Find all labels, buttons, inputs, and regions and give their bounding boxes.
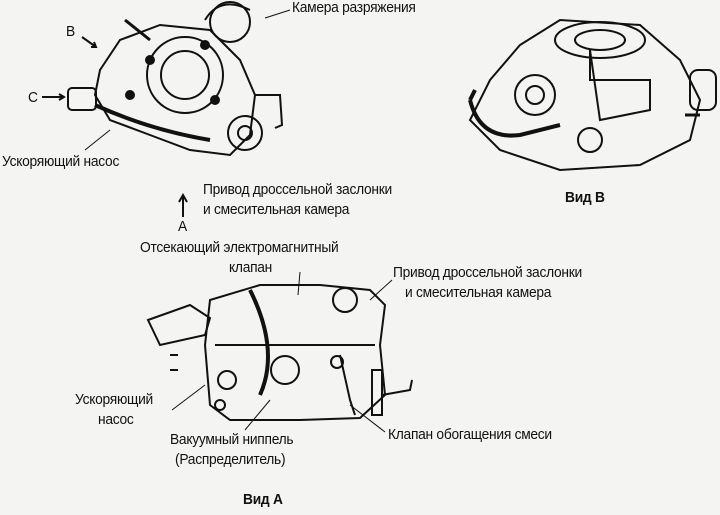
label-throttle-drive-a-line1: Привод дроссельной заслонки xyxy=(393,264,582,281)
marker-c: C xyxy=(28,89,38,106)
view-a-title: Вид А xyxy=(243,491,283,508)
label-vacuum-nipple-line2: (Распределитель) xyxy=(175,451,286,468)
label-enrichment-valve: Клапан обогащения смеси xyxy=(388,426,552,443)
label-pump-a-line2: насос xyxy=(98,411,134,428)
carburetor-view-a-drawing xyxy=(146,284,413,421)
carburetor-view-b-drawing xyxy=(468,18,717,172)
marker-a: A xyxy=(178,218,187,235)
view-b-title: Вид B xyxy=(565,189,605,206)
label-vacuum-nipple-line1: Вакуумный ниппель xyxy=(170,431,294,448)
label-throttle-drive-a-line2: и смесительная камера xyxy=(405,284,552,301)
marker-b: B xyxy=(66,23,75,40)
arrow-b xyxy=(81,36,98,48)
label-accelerator-pump: Ускоряющий насос xyxy=(2,153,120,170)
arrow-a xyxy=(178,192,188,217)
label-pump-a-line1: Ускоряющий xyxy=(75,391,153,408)
label-solenoid-line2: клапан xyxy=(229,259,273,276)
leader-vacuum-chamber xyxy=(264,9,291,19)
leader-lines-view-a xyxy=(171,271,393,433)
leader-pump xyxy=(84,129,111,151)
label-vacuum-chamber: Камера разряжения xyxy=(292,0,416,16)
label-throttle-drive-line2: и смесительная камера xyxy=(203,201,350,218)
carburetor-top-left-drawing xyxy=(67,1,284,157)
arrow-c xyxy=(42,93,66,101)
label-throttle-drive-line1: Привод дроссельной заслонки xyxy=(203,181,392,198)
label-solenoid-line1: Отсекающий электромагнитный xyxy=(140,239,339,256)
